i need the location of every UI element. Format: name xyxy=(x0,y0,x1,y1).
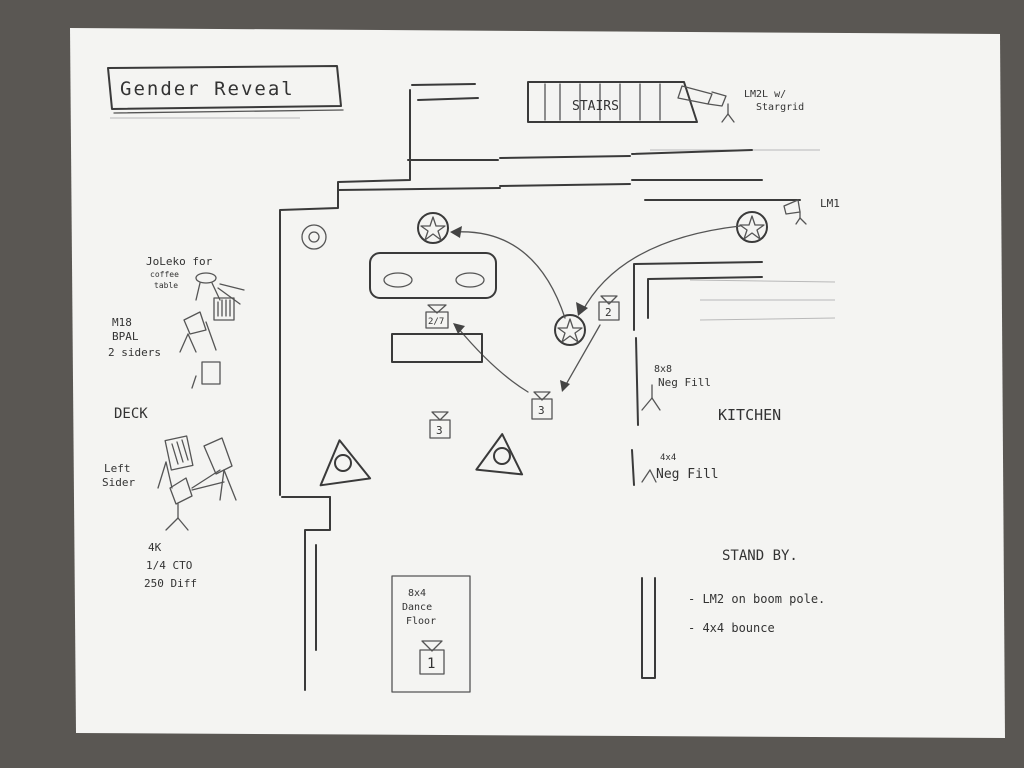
dance-floor: 8x4 Dance Floor xyxy=(391,575,471,693)
camera-2: 2 xyxy=(598,295,620,321)
left-sider-label-1: Left xyxy=(104,462,131,475)
lm2l-label-2: Stargrid xyxy=(756,102,804,113)
stairs-label: STAIRS xyxy=(572,99,619,114)
camera-3-right: 3 xyxy=(531,391,553,420)
couch xyxy=(369,252,497,299)
m18-label-2: BPAL xyxy=(112,330,139,343)
camera-3-right-label: 3 xyxy=(538,404,545,417)
camera-1-label: 1 xyxy=(427,656,435,672)
left-sider-label-2: Sider xyxy=(102,476,135,489)
furniture xyxy=(301,224,497,363)
camera-2-7: 2/7 xyxy=(425,304,449,329)
stand-by-item-2: - 4x4 bounce xyxy=(688,621,775,635)
side-table xyxy=(301,224,327,250)
joleko-label-1: JoLeko for xyxy=(146,255,213,268)
m18-label-1: M18 xyxy=(112,316,132,329)
kitchen-label: KITCHEN xyxy=(718,406,781,424)
page-title: Gender Reveal xyxy=(120,78,295,100)
camera-2-7-label: 2/7 xyxy=(428,317,444,327)
neg-fill-4x4-label-2: Neg Fill xyxy=(656,467,719,482)
paper-sheet xyxy=(70,28,1005,738)
lm2l-label-1: LM2L w/ xyxy=(744,89,786,100)
camera-3-center: 3 xyxy=(429,411,451,439)
dance-floor-label-2: Dance xyxy=(402,602,432,613)
stand-by-heading: STAND BY. xyxy=(722,548,798,564)
neg-fill-notes: 8x8 Neg Fill KITCHEN 4x4 Neg Fill xyxy=(641,364,781,483)
speakers xyxy=(319,433,524,487)
camera-3-center-label: 3 xyxy=(436,424,443,437)
walls xyxy=(279,83,801,691)
4k-label-2: 1/4 CTO xyxy=(146,559,192,572)
lm2l-light: LM2L w/ Stargrid xyxy=(677,85,804,123)
star-markers xyxy=(417,211,768,346)
camera-positions: 2 2/7 3 3 1 xyxy=(419,295,620,675)
joleko-label-2: coffee xyxy=(150,270,179,279)
lm1-label: LM1 xyxy=(820,197,840,210)
neg-fill-8x8-label-2: Neg Fill xyxy=(658,376,711,389)
stand-by-item-1: - LM2 on boom pole. xyxy=(688,592,825,606)
camera-1: 1 xyxy=(419,640,445,675)
coffee-table xyxy=(391,333,483,363)
joleko-label-3: table xyxy=(154,281,178,290)
title-box: Gender Reveal xyxy=(107,65,344,114)
neg-fill-8x8-label-1: 8x8 xyxy=(654,364,672,375)
m18-label-3: 2 siders xyxy=(108,346,161,359)
camera-2-label: 2 xyxy=(605,306,612,319)
stairs: STAIRS xyxy=(527,81,698,123)
deck-label: DECK xyxy=(114,406,148,422)
4k-label-1: 4K xyxy=(148,541,162,554)
left-light-sketches: JoLeko for coffee table M18 BPAL 2 sider… xyxy=(102,255,245,590)
stand-by-notes: STAND BY. - LM2 on boom pole. - 4x4 boun… xyxy=(688,548,825,635)
dance-floor-label-3: Floor xyxy=(406,616,436,627)
neg-fill-4x4-label-1: 4x4 xyxy=(660,453,676,463)
4k-label-3: 250 Diff xyxy=(144,577,197,590)
lm1-light: LM1 xyxy=(783,197,840,225)
dance-floor-label-1: 8x4 xyxy=(408,588,426,599)
movement-arrows xyxy=(450,225,741,393)
